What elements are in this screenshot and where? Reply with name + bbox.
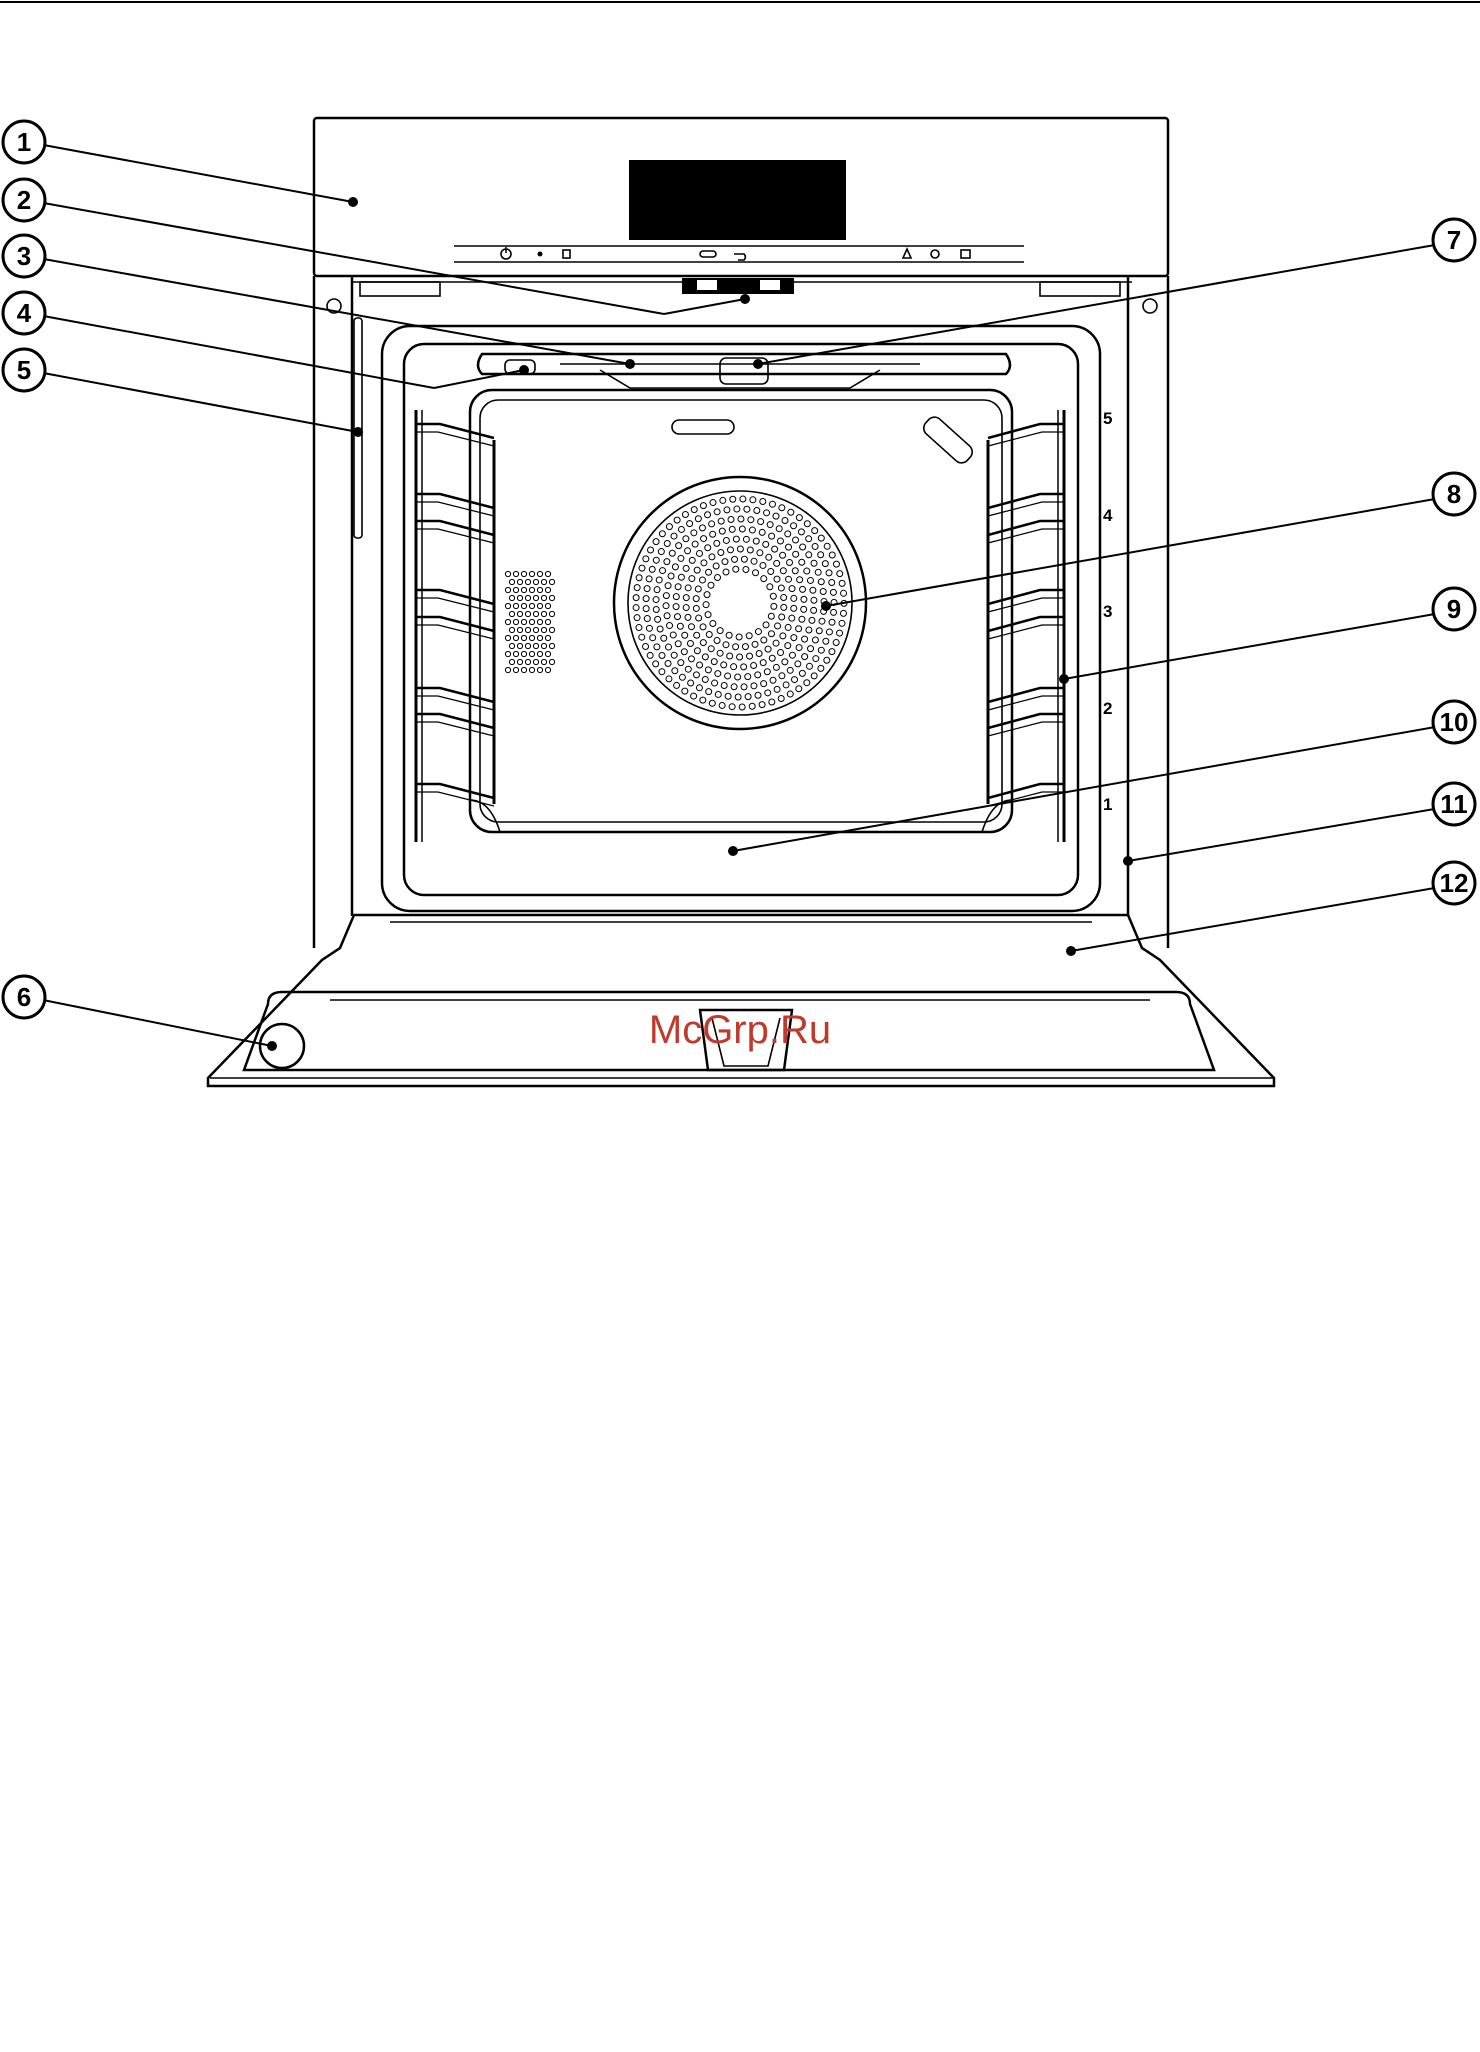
svg-text:1: 1 bbox=[17, 127, 31, 157]
svg-text:7: 7 bbox=[1447, 225, 1461, 255]
shelf-level-5: 5 bbox=[1103, 409, 1112, 428]
side-runners-right bbox=[988, 410, 1064, 842]
bell-icon bbox=[903, 249, 911, 258]
svg-text:2: 2 bbox=[17, 185, 31, 215]
watermark-text: McGrp.Ru bbox=[649, 1008, 831, 1052]
shelf-level-2: 2 bbox=[1103, 699, 1112, 718]
svg-text:8: 8 bbox=[1447, 479, 1461, 509]
control-panel bbox=[314, 118, 1168, 276]
oven-cavity bbox=[382, 326, 1100, 911]
shelf-level-3: 3 bbox=[1103, 602, 1112, 621]
back-icon bbox=[734, 254, 745, 260]
oven-body bbox=[314, 276, 1168, 948]
svg-text:9: 9 bbox=[1447, 594, 1461, 624]
callout-4: 4 bbox=[3, 292, 45, 334]
sensor-buttons bbox=[501, 247, 970, 260]
svg-text:3: 3 bbox=[17, 241, 31, 271]
oven-door bbox=[208, 915, 1274, 1086]
menu-icon bbox=[961, 250, 970, 258]
minus-icon bbox=[700, 251, 716, 257]
shelf-level-1: 1 bbox=[1103, 795, 1112, 814]
svg-text:11: 11 bbox=[1440, 789, 1468, 819]
cup-icon bbox=[563, 250, 570, 258]
svg-text:10: 10 bbox=[1440, 707, 1469, 737]
svg-text:5: 5 bbox=[17, 355, 31, 385]
callout-1: 1 bbox=[3, 121, 45, 163]
display-screen bbox=[629, 160, 846, 240]
callout-8: 8 bbox=[1433, 473, 1475, 515]
svg-text:12: 12 bbox=[1440, 868, 1469, 898]
door-hinge-circle bbox=[260, 1024, 304, 1068]
dot-icon bbox=[538, 252, 543, 257]
fan-cover-perforation bbox=[633, 496, 847, 710]
side-runners-left bbox=[416, 410, 494, 842]
callout-11: 11 bbox=[1433, 783, 1475, 825]
callout-3: 3 bbox=[3, 235, 45, 277]
callout-10: 10 bbox=[1433, 701, 1475, 743]
svg-text:4: 4 bbox=[17, 298, 32, 328]
callout-7: 7 bbox=[1433, 219, 1475, 261]
svg-text:6: 6 bbox=[17, 982, 31, 1012]
callout-12: 12 bbox=[1433, 862, 1475, 904]
callout-6: 6 bbox=[3, 976, 45, 1018]
side-vent-perforation bbox=[505, 571, 554, 672]
shelf-level-4: 4 bbox=[1103, 506, 1113, 525]
light-icon bbox=[931, 250, 939, 258]
callout-5: 5 bbox=[3, 349, 45, 391]
shelf-levels: 5 4 3 2 1 bbox=[1103, 409, 1113, 814]
callout-9: 9 bbox=[1433, 588, 1475, 630]
callout-2: 2 bbox=[3, 179, 45, 221]
